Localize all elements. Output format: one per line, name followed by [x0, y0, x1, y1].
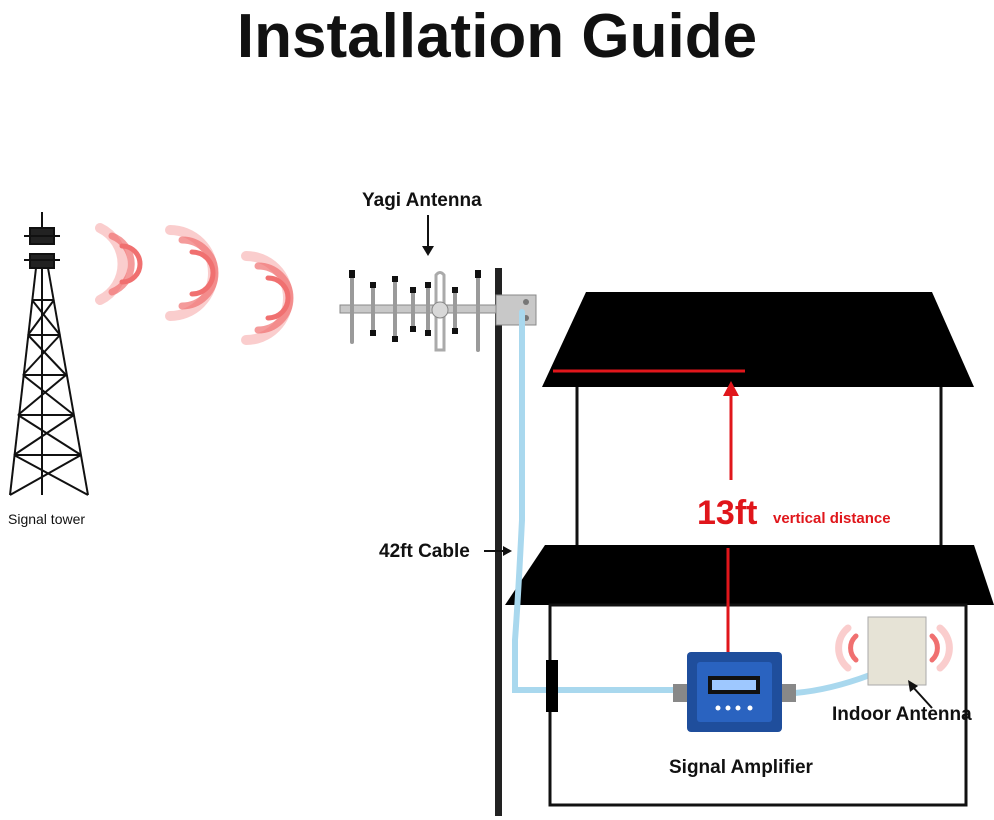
yagi-antenna-label: Yagi Antenna	[362, 190, 482, 211]
yagi-label-arrow	[422, 215, 434, 256]
signal-tower-icon	[9, 212, 89, 496]
wall-pass-through	[546, 660, 558, 712]
coax-cable	[512, 309, 688, 693]
antenna-pole	[495, 268, 502, 816]
amplifier-icon	[673, 652, 796, 732]
page-title: Installation Guide	[236, 2, 758, 71]
signal-tower-label: Signal tower	[8, 511, 86, 527]
indoor-cable	[792, 672, 873, 696]
yagi-antenna-icon	[339, 270, 537, 352]
cable-label: 42ft Cable	[379, 541, 470, 562]
indoor-antenna-icon	[835, 616, 953, 709]
cable-label-arrow	[484, 546, 512, 556]
lower-roof	[505, 545, 994, 605]
distance-value-label: 13ft	[697, 494, 758, 532]
signal-wave-icon	[95, 223, 294, 345]
distance-text-label: vertical distance	[773, 510, 891, 527]
signal-amplifier-label: Signal Amplifier	[669, 757, 813, 778]
indoor-antenna-label: Indoor Antenna	[832, 704, 972, 725]
upper-roof	[542, 292, 974, 387]
